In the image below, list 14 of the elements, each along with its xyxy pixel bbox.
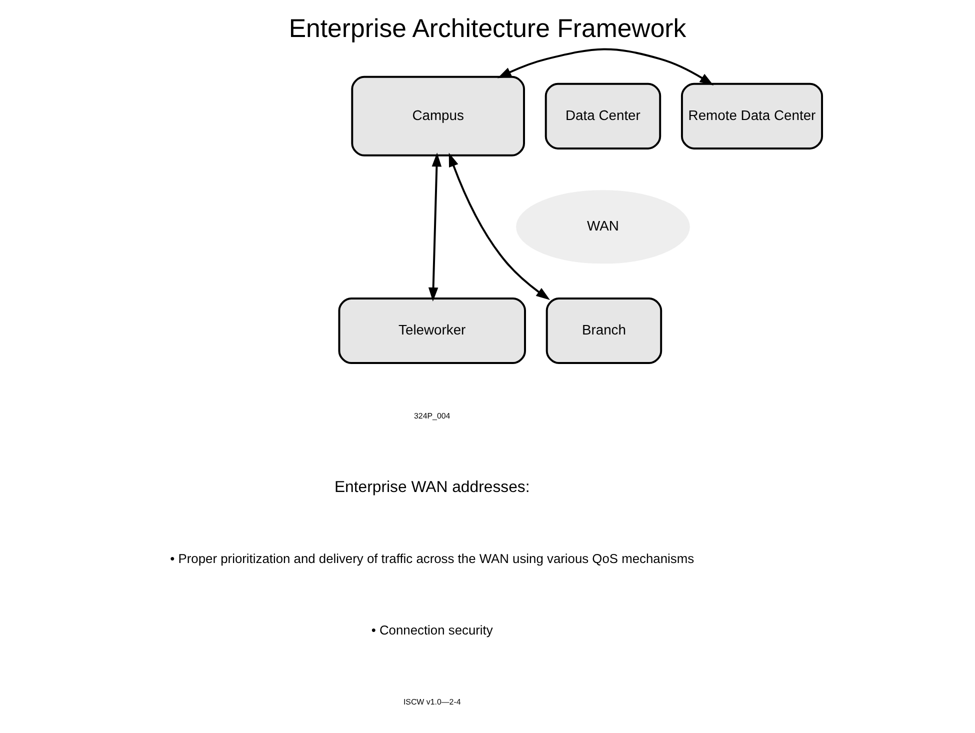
- label: • Proper prioritization and delivery of traffic across the WAN using various QoS mechanisms: [170, 551, 694, 566]
- arrow: [497, 48, 714, 86]
- node-box: Branch: [546, 297, 662, 364]
- node-box: Teleworker: [338, 297, 526, 364]
- label: 324P_004: [414, 412, 450, 421]
- label: Enterprise WAN addresses:: [334, 478, 530, 496]
- node-box: Remote Data Center: [680, 82, 824, 150]
- node-box: Data Center: [544, 82, 662, 150]
- arrow: [428, 152, 442, 302]
- label: • Connection security: [371, 622, 493, 638]
- diagram-title: Enterprise Architecture Framework: [288, 14, 686, 43]
- node-box: Campus: [351, 76, 525, 156]
- arrow: [448, 152, 550, 300]
- label: ISCW v1.0—2-4: [403, 698, 461, 707]
